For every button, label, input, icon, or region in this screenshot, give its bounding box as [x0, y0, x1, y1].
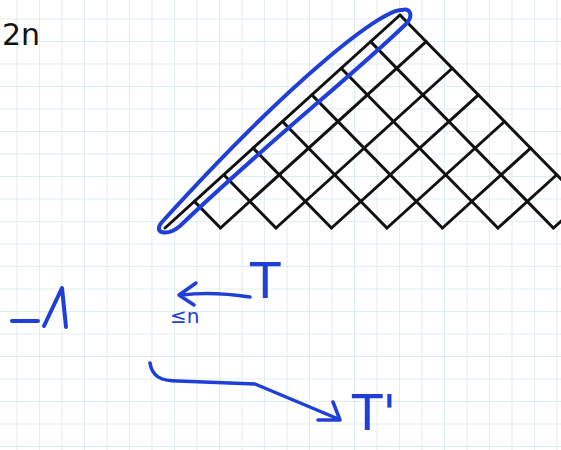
bound-label: ≤n: [170, 306, 199, 326]
lattice-line: [332, 95, 479, 228]
lattice-line: [221, 42, 427, 228]
arrow-curved: [150, 363, 340, 420]
lattice-line: [371, 42, 554, 228]
path-shape: [12, 288, 66, 327]
lattice-line: [283, 122, 387, 229]
tree-label: T: [250, 256, 281, 306]
lattice-line: [498, 175, 557, 228]
corner-note: 2n: [2, 20, 40, 50]
lattice-line: [276, 68, 452, 228]
lattice-line: [554, 201, 561, 228]
lattice-line: [194, 201, 220, 228]
lattice-line: [312, 95, 443, 228]
lattice-triangle: [165, 15, 561, 228]
lattice-line: [443, 148, 531, 228]
lattice-line: [224, 175, 276, 228]
highlight-loop: [159, 10, 411, 233]
lattice-line: [387, 122, 505, 229]
arrow-left: [179, 283, 250, 305]
tree-label: T': [352, 388, 396, 438]
